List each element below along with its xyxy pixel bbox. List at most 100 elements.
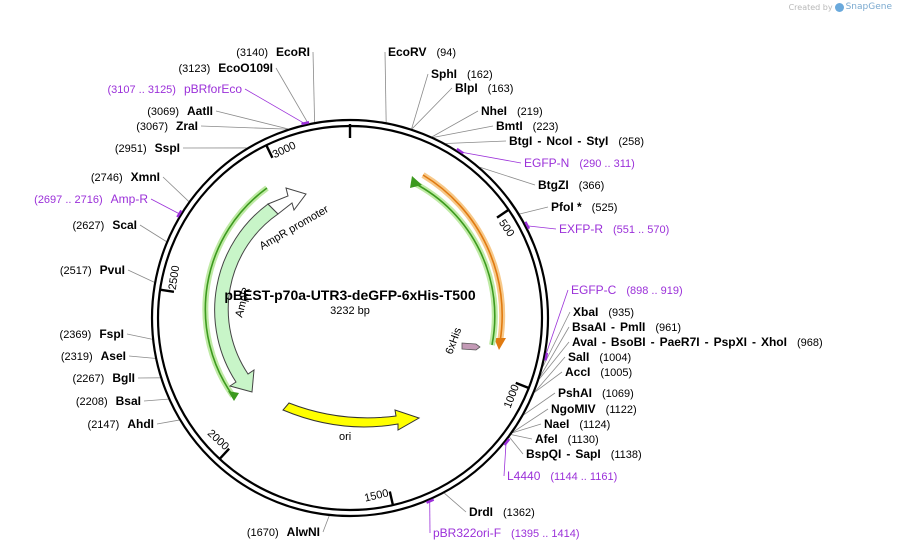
site-name-avai-1: BsoBI xyxy=(611,335,646,349)
green-feature-arc-left-edge xyxy=(204,187,268,397)
site-pos-bsai: (2208) xyxy=(76,396,108,408)
site-name-bspqi-0: BspQI xyxy=(526,447,561,461)
his-feature xyxy=(461,342,481,351)
site-label-blpi: BlpI (163) xyxy=(455,81,513,95)
site-label-l4440: L4440(1144 .. 1161) xyxy=(507,469,617,483)
leader-line-bsai xyxy=(143,398,169,402)
tick-mark-1000 xyxy=(515,381,530,390)
primer-mark-egfpc xyxy=(544,352,549,361)
leader-line-nhei xyxy=(431,110,479,138)
leader-line-egfpn xyxy=(459,151,522,164)
site-name-xbai-0: XbaI xyxy=(573,305,598,319)
site-name-sphi-0: SphI xyxy=(431,67,457,81)
leader-line-bsaai xyxy=(539,326,570,377)
site-name-ecoo109i-0: EcoO109I xyxy=(218,61,273,75)
leader-line-bmti xyxy=(433,125,494,138)
feature-label-his: 6xHis xyxy=(444,326,465,356)
leader-line-btgzi xyxy=(479,166,536,186)
site-pos-naei: (1124) xyxy=(579,419,610,431)
primer-marks xyxy=(176,121,549,504)
site-label-pfoi: PfoI *(525) xyxy=(551,200,617,214)
site-name-aatii-0: AatII xyxy=(187,104,213,118)
feature-label-ori: ori xyxy=(339,431,351,443)
leader-line-alwni xyxy=(322,515,330,533)
site-name-afei-0: AfeI xyxy=(535,432,558,446)
site-label-bsaai: BsaAI-PmlI(961) xyxy=(572,320,681,334)
leader-line-ahdi xyxy=(156,419,180,425)
leader-line-xbai xyxy=(542,311,571,367)
site-label-fspi: (2369) FspI xyxy=(60,327,124,341)
site-name-egfpc-0: EGFP-C xyxy=(571,283,617,297)
site-label-ecori: (3140)EcoRI xyxy=(236,45,310,59)
site-label-bgli: (2267)BglI xyxy=(73,371,135,385)
site-name-xmni-0: XmnI xyxy=(131,170,160,184)
site-label-acci: AccI(1005) xyxy=(565,365,632,379)
leader-line-scai xyxy=(139,224,167,242)
site-name-bspqi-1: SapI xyxy=(575,447,600,461)
site-label-egfpn: EGFP-N(290 .. 311) xyxy=(524,156,635,170)
site-pos-blpi: (163) xyxy=(488,83,514,95)
site-pos-ecoo109i: (3123) xyxy=(179,63,211,75)
leader-line-afei xyxy=(511,434,533,440)
leader-line-ecoo109i xyxy=(275,67,309,124)
site-label-exfpr: EXFP-R(551 .. 570) xyxy=(559,222,669,236)
site-name-alwni-0: AlwNI xyxy=(287,525,320,539)
site-pos-avai: (968) xyxy=(797,337,823,349)
site-pos-sspi: (2951) xyxy=(115,143,147,155)
site-label-xbai: XbaI(935) xyxy=(573,305,634,319)
green-feature-arrowhead-right xyxy=(410,176,422,188)
tick-label-500: 500 xyxy=(496,217,516,239)
leader-line-fspi xyxy=(126,333,153,340)
site-label-asei: (2319)AseI xyxy=(61,349,126,363)
site-name-pvui-0: PvuI xyxy=(100,263,125,277)
site-label-ahdi: (2147)AhdI xyxy=(88,417,154,431)
backbone-outer xyxy=(150,118,550,518)
site-name-sali-0: SalI xyxy=(568,350,589,364)
tick-mark-2500 xyxy=(159,288,175,293)
site-name-pbrforeco-0: pBRforEco xyxy=(184,82,242,96)
leader-line-pfoi xyxy=(519,206,549,215)
site-pos-bspqi: (1138) xyxy=(611,449,642,461)
site-pos-sphi: (162) xyxy=(467,69,493,81)
site-pos-pshai: (1069) xyxy=(602,388,634,400)
site-name-fspi-0: FspI xyxy=(99,327,124,341)
leader-line-ampr xyxy=(150,198,181,215)
primer-mark-l4440 xyxy=(503,438,511,446)
site-pos-drdi: (1362) xyxy=(503,507,535,519)
site-pos-pbrforeco: (3107 .. 3125) xyxy=(107,84,176,96)
credit-prefix: Created by xyxy=(788,2,833,12)
site-pos-alwni: (1670) xyxy=(247,527,279,539)
leader-line-xmni xyxy=(162,176,190,202)
site-label-afei: AfeI (1130) xyxy=(535,432,599,446)
plasmid-length: 3232 bp xyxy=(330,305,370,317)
site-name-btgzi-0: BtgZI xyxy=(538,178,569,192)
tick-mark-3000 xyxy=(265,144,274,159)
tick-mark-2000 xyxy=(218,447,231,460)
site-label-nhei: NheI(219) xyxy=(481,104,543,118)
site-label-naei: NaeI(1124) xyxy=(544,417,610,431)
site-label-btgi: BtgI-NcoI-StyI(258) xyxy=(509,134,644,148)
site-pos-asei: (2319) xyxy=(61,351,93,363)
orange-feature-arc xyxy=(421,172,506,343)
site-pos-ahdi: (2147) xyxy=(88,419,120,431)
site-pos-fspi: (2369) xyxy=(60,329,92,341)
site-name-blpi-0: BlpI xyxy=(455,81,478,95)
snapgene-logo-icon xyxy=(834,2,844,12)
site-labels: EcoRV(94)SphI(162)BlpI(163)NheI(219)BmtI… xyxy=(34,45,823,540)
leader-line-pvui xyxy=(127,269,155,283)
site-pos-nhei: (219) xyxy=(517,106,543,118)
site-pos-afei: (1130) xyxy=(568,434,599,446)
site-pos-l4440: (1144 .. 1161) xyxy=(550,471,617,483)
leader-line-drdi xyxy=(444,492,467,513)
site-pos-pfoi: (525) xyxy=(592,202,618,214)
site-label-scai: (2627)ScaI xyxy=(73,218,137,232)
site-pos-pvui: (2517) xyxy=(60,265,92,277)
orange-feature-arrowhead xyxy=(494,338,506,350)
site-label-aatii: (3069)AatII xyxy=(147,104,213,118)
site-name-bsaai-0: BsaAI xyxy=(572,320,606,334)
tick-label-1500: 1500 xyxy=(363,487,390,504)
site-label-xmni: (2746)XmnI xyxy=(91,170,160,184)
site-name-zrai-0: ZraI xyxy=(176,119,198,133)
tick-mark-500 xyxy=(496,208,510,219)
site-name-avai-2: PaeR7I xyxy=(660,335,700,349)
